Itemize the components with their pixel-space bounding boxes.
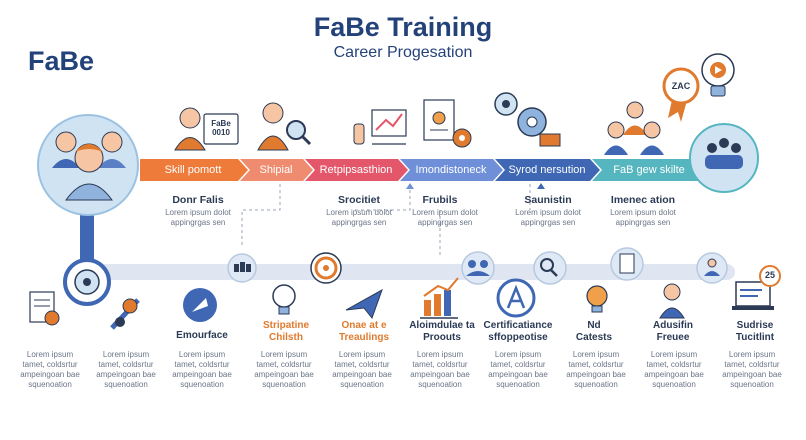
item-description: Lorem ipsum tamet, coldsrtur ampeingoan … [96, 350, 156, 389]
stage-subtitle: Donr Falis [172, 194, 224, 206]
item-description: Lorem ipsum tamet, coldsrtur ampeingoan … [566, 350, 626, 389]
page-title: FaBe Training [313, 12, 493, 42]
stage-arrow [592, 159, 700, 181]
stage-label: Retpipsasthion [319, 164, 393, 176]
item-description: Lorem ipsum tamet, coldsrtur ampeingoan … [644, 350, 704, 389]
stage-arrow [495, 159, 600, 181]
page-subtitle: Career Progesation [333, 44, 473, 61]
item-label: Certificatiance sffoppeotise [483, 320, 553, 343]
group-icon [461, 251, 495, 285]
stage-description: Lorem ipsum dolot appingrgas sen [515, 208, 581, 227]
stage-label: Skill pomott [164, 164, 222, 176]
calendar-badge-text: 25 [764, 270, 775, 280]
stage-description: Lorem ipsum dolot appingrgas sen [326, 208, 392, 227]
team-hub-icon [689, 123, 759, 193]
document-badge-icon [203, 113, 239, 145]
item-description: Lorem ipsum tamet, coldsrtur ampeingoan … [254, 350, 314, 389]
dashed-link [241, 178, 281, 248]
gear-hub-icon [63, 258, 111, 306]
stage-arrow [400, 159, 503, 181]
two-people-icon [604, 101, 664, 155]
lightbulb-orange-icon [586, 285, 608, 313]
clipboard-gear-icon [29, 291, 60, 326]
item-label: Sudrise Tucitlint [735, 320, 775, 343]
lightbulb-icon [701, 53, 735, 97]
stage-description: Lorem ipsum dolot appingrgas sen [412, 208, 478, 227]
people-hub-icon [37, 114, 139, 216]
magnifier-icon [533, 251, 567, 285]
person-magnifier-icon [257, 102, 312, 151]
down-arrow-icon [537, 183, 545, 189]
document-badge-text: FaBe 0010 [211, 119, 231, 137]
item-label: Onae at e Treaulings [338, 320, 389, 343]
paper-plane-icon [345, 288, 383, 320]
item-description: Lorem ipsum tamet, coldsrtur ampeingoan … [20, 350, 80, 389]
certificate-gear-icon [423, 99, 472, 148]
stage-label: Imondistoneck [415, 164, 487, 176]
stage-arrow [140, 159, 248, 181]
stage-subtitle: Imenec ation [610, 194, 676, 206]
professional-icon [659, 283, 685, 319]
certification-a-icon [496, 278, 536, 318]
stage-description: Lorem ipsum dolot appingrgas sen [610, 208, 676, 227]
item-label: Adusifin Freuee [653, 320, 693, 343]
stage-description: Lorem ipsum dolot appingrgas sen [165, 208, 231, 227]
item-description: Lorem ipsum tamet, coldsrtur ampeingoan … [722, 350, 782, 389]
gears-icon [494, 92, 561, 147]
presentation-icon [353, 109, 407, 145]
dashed-link [352, 178, 411, 211]
award-badge-text: ZAC [671, 81, 691, 91]
stage-subtitle: Saunistin [524, 194, 572, 206]
stage-arrow [240, 159, 313, 181]
bar-chart-icon [420, 277, 459, 319]
item-label: Aloimdulae ta Proouts [409, 320, 475, 343]
item-description: Lorem ipsum tamet, coldsrtur ampeingoan … [332, 350, 392, 389]
stage-subtitle: Srocitiet [337, 194, 380, 206]
item-label: Emourface [176, 330, 228, 341]
item-description: Lorem ipsum tamet, coldsrtur ampeingoan … [410, 350, 470, 389]
laptop-calendar-icon [732, 265, 781, 310]
brand-logo: FaBe [28, 46, 95, 76]
target-icon [310, 252, 342, 284]
network-icon [227, 253, 257, 283]
down-arrow-icon [406, 183, 414, 189]
award-badge-icon [662, 67, 700, 122]
rocket-circle-icon [183, 288, 217, 322]
stage-label: Shipial [259, 164, 293, 176]
hub-connector [80, 200, 94, 270]
stage-subtitle: Frubils [422, 194, 458, 206]
stage-label: FaB gew skilte [613, 164, 685, 176]
item-description: Lorem ipsum tamet, coldsrtur ampeingoan … [172, 350, 232, 389]
person-badge-icon [696, 252, 728, 284]
stage-arrow [305, 159, 408, 181]
tools-icon [110, 298, 140, 330]
item-label: Stripatine Chilsth [262, 320, 310, 343]
document-icon [610, 247, 644, 281]
stage-label: Syrod nersution [508, 164, 586, 176]
item-label: Nd Catests [575, 320, 613, 343]
person-icon [174, 107, 206, 151]
lightbulb-small-icon [272, 284, 296, 315]
item-description: Lorem ipsum tamet, coldsrtur ampeingoan … [488, 350, 548, 389]
